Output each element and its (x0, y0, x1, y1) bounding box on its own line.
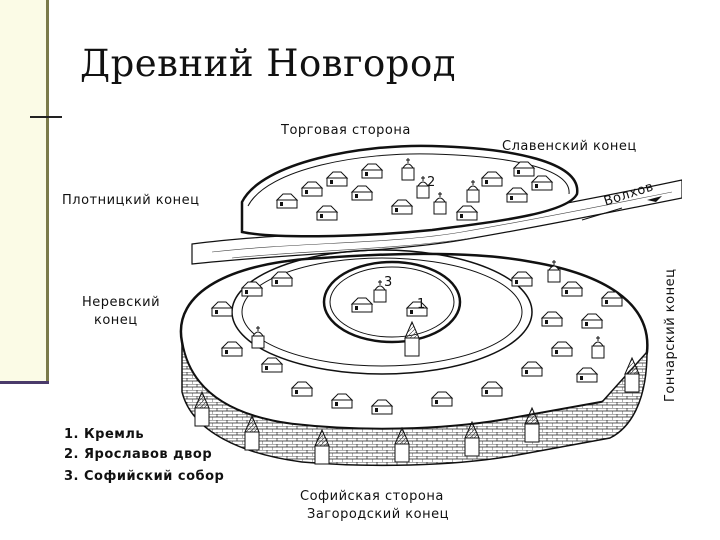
novgorod-map: Торговая сторона Славенский конец Плотни… (62, 102, 682, 530)
label-trade-side: Торговая сторона (280, 123, 411, 138)
label-zagorodsky: Загородский конец (307, 507, 449, 522)
label-nerevsky-2: конец (94, 313, 138, 328)
label-nerevsky-1: Неревский (82, 295, 160, 310)
title-underline-left (30, 116, 70, 118)
legend-item: 2. Ярославов двор (64, 447, 212, 462)
decorative-horizontal-rule (0, 381, 49, 384)
slide-title: Древний Новгород (80, 42, 457, 85)
label-plotnitsky: Плотницкий конец (62, 193, 199, 208)
label-goncharsky: Гончарский конец (663, 269, 678, 402)
decorative-vertical-rule (46, 0, 49, 384)
kremlin (322, 260, 462, 357)
legend: 1. Кремль 2. Ярославов двор 3. Софийский… (64, 427, 224, 484)
marker-1: 1 (417, 297, 426, 312)
legend-item: 3. Софийский собор (64, 469, 224, 484)
label-slavensky: Славенский конец (502, 139, 637, 154)
decorative-side-band (0, 0, 46, 384)
legend-item: 1. Кремль (64, 427, 144, 442)
marker-3: 3 (384, 275, 393, 290)
marker-2: 2 (427, 175, 436, 190)
label-sofia-side: Софийская сторона (300, 489, 444, 504)
